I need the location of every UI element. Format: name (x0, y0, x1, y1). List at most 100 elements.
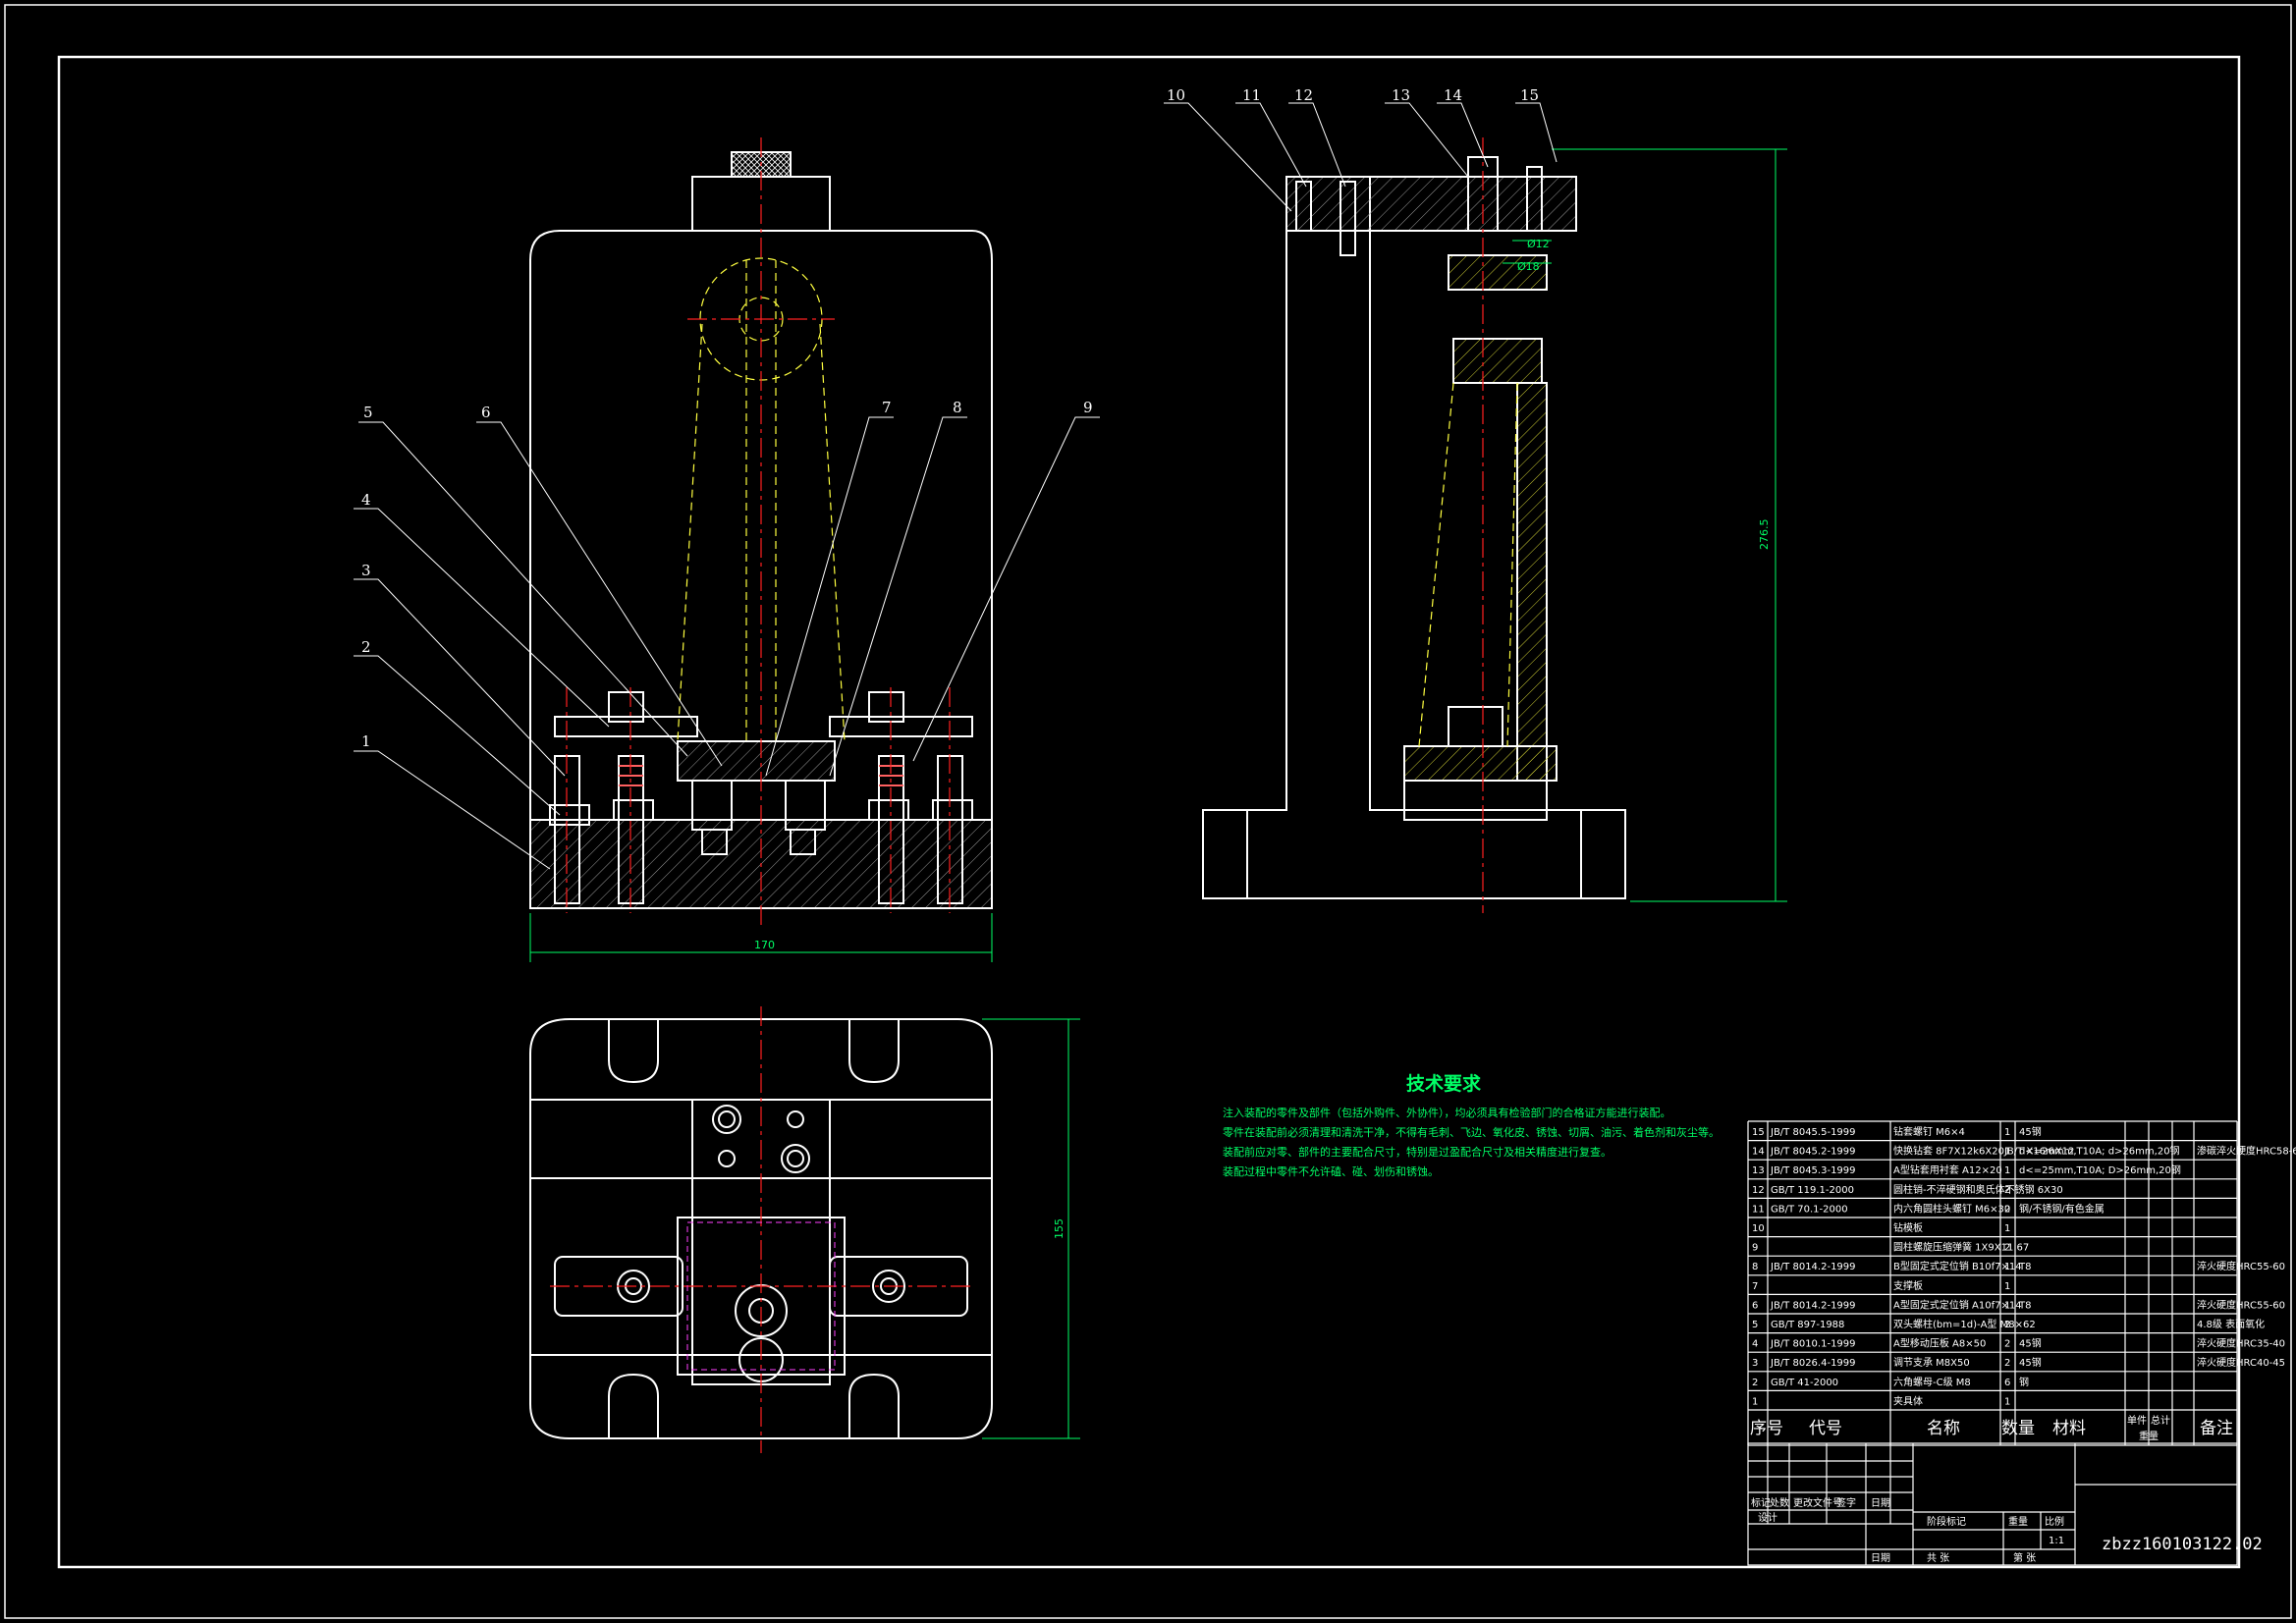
bom-row-qty: 1 (2004, 1127, 2010, 1138)
bom-row-no: 9 (1752, 1243, 1758, 1254)
inner-border (57, 55, 2241, 1569)
bom-row-no: 8 (1752, 1262, 1758, 1272)
bom-header-unit: 单件 (2127, 1415, 2147, 1427)
tb-sheet: 第 张 (2013, 1551, 2036, 1564)
bom-row-name: 圆柱螺旋压缩弹簧 1X9X11.67 (1893, 1241, 2029, 1254)
balloon-9: 9 (1083, 399, 1093, 416)
bom-row-name: 支撑板 (1893, 1279, 1923, 1292)
bom-row-name: 六角螺母-C级 M8 (1893, 1377, 1971, 1388)
bom-row-no: 14 (1752, 1147, 1765, 1158)
bom-row-qty: 2 (2004, 1204, 2010, 1215)
bom-row-name: A型钻套用衬套 A12×20 (1893, 1163, 2002, 1176)
bom-row-code: GB/T 897-1988 (1771, 1320, 1844, 1330)
bom-row-material: 45钢 (2019, 1125, 2042, 1138)
bom-row-no: 3 (1752, 1358, 1758, 1369)
bom-row-code: JB/T 8045.2-1999 (1770, 1147, 1856, 1158)
bom-row-qty: 1 (2004, 1300, 2010, 1311)
bom-header-material: 材料 (2052, 1419, 2086, 1438)
balloon-2: 2 (361, 638, 371, 656)
top-height-label: 155 (1053, 1218, 1066, 1239)
bom-row-material: T8 (2018, 1262, 2031, 1272)
front-center-lines (566, 137, 951, 928)
bom-row-no: 4 (1752, 1339, 1758, 1350)
bom-header-code: 代号 (1809, 1419, 1842, 1438)
tech-line-2: 零件在装配前必须清理和清洗干净，不得有毛刺、飞边、氧化皮、锈蚀、切屑、油污、着色… (1223, 1125, 1720, 1139)
tech-line-4: 装配过程中零件不允许磕、碰、划伤和锈蚀。 (1223, 1164, 1439, 1178)
top-center-lines (550, 1006, 972, 1453)
bom-row-qty: 2 (2004, 1339, 2010, 1350)
balloon-8: 8 (953, 399, 962, 416)
balloon-11: 11 (1242, 86, 1261, 104)
bom-row-qty: 1 (2004, 1223, 2010, 1234)
bom-row-no: 6 (1752, 1300, 1758, 1311)
side-hidden-lines (1418, 382, 1518, 747)
top-height-dimension (982, 1018, 1080, 1439)
bom-row-remark: 4.8级 表面氧化 (2197, 1318, 2265, 1330)
tb-stage: 阶段标记 (1927, 1515, 1966, 1528)
bom-header-no: 序号 (1750, 1419, 1783, 1438)
bom-row-no: 10 (1752, 1223, 1765, 1234)
bom-row-material: 钢 (2019, 1376, 2029, 1388)
bom-row-name: 钻模板 (1893, 1221, 1923, 1234)
bom-row-no: 2 (1752, 1378, 1758, 1388)
side-leaders (1164, 102, 1558, 212)
tb-date: 日期 (1871, 1497, 1890, 1509)
tb-scale-label: 比例 (2045, 1515, 2064, 1528)
bom-row-name: 钻套螺钉 M6×4 (1893, 1125, 1965, 1138)
bom-row-qty: 2 (2004, 1358, 2010, 1369)
bom-row-qty: 2 (2004, 1185, 2010, 1196)
top-hidden-lines (686, 1221, 836, 1371)
bom-header-name: 名称 (1927, 1419, 1960, 1438)
balloon-1: 1 (361, 732, 371, 750)
balloon-14: 14 (1444, 86, 1462, 104)
bom-row-no: 15 (1752, 1127, 1765, 1138)
bore-large-label: Ø18 (1517, 260, 1540, 273)
tb-sign: 签字 (1836, 1496, 1856, 1509)
balloon-15: 15 (1520, 86, 1539, 104)
bom-row-name: 圆柱销-不淬硬钢和奥氏体不锈钢 6X30 (1893, 1183, 2063, 1196)
bom-row-no: 12 (1752, 1185, 1765, 1196)
bom-row-code: GB/T 119.1-2000 (1771, 1185, 1854, 1196)
bom-row-remark: 淬火硬度HRC40-45 (2197, 1356, 2285, 1369)
bom-row-qty: 2 (2004, 1243, 2010, 1254)
base-width-label: 170 (754, 939, 775, 951)
bom-header-total: 总计 (2151, 1414, 2170, 1427)
tech-requirements-title: 技术要求 (1406, 1072, 1482, 1095)
title-block (1747, 1442, 2238, 1566)
bom-row-material: 45钢 (2019, 1337, 2042, 1350)
bom-row-qty: 1 (2004, 1281, 2010, 1292)
bom-row-material: d<=25mm,T10A; D>26mm,20钢 (2019, 1163, 2181, 1176)
tb-weight: 重量 (2008, 1515, 2028, 1528)
tech-line-1: 注入装配的零件及部件（包括外购件、外协件），均必须具有检验部门的合格证方能进行装… (1223, 1106, 1671, 1119)
tb-scale-value: 1:1 (2049, 1536, 2064, 1546)
bom-row-no: 5 (1752, 1320, 1758, 1330)
tb-mark: 标记 (1751, 1497, 1771, 1509)
balloon-13: 13 (1392, 86, 1410, 104)
bom-header-qty: 数量 (2001, 1419, 2035, 1438)
bom-row-remark: 渗碳淬火硬度HRC58-64 (2197, 1145, 2296, 1158)
bom-row-no: 11 (1752, 1204, 1765, 1215)
bom-row-material: d<=26mm,T10A; d>26mm,20钢 (2019, 1145, 2180, 1158)
bom-row-code: JB/T 8045.3-1999 (1770, 1165, 1856, 1176)
bom-row-name: 调节支承 M8X50 (1893, 1357, 1970, 1369)
bom-row-qty: 1 (2004, 1396, 2010, 1407)
side-height-label: 276.5 (1758, 519, 1771, 551)
bom-row-name: 内六角圆柱头螺钉 M6×30 (1893, 1202, 2010, 1215)
bom-row-code: GB/T 70.1-2000 (1771, 1204, 1848, 1215)
bom-header-remark: 备注 (2200, 1419, 2233, 1438)
tech-line-3: 装配前应对零、部件的主要配合尺寸，特别是过盈配合尺寸及相关精度进行复查。 (1223, 1145, 1612, 1159)
bom-row-material: 钢/不锈钢/有色金属 (2019, 1202, 2105, 1215)
side-view (1202, 156, 1626, 899)
bore-small-label: Ø12 (1527, 238, 1550, 250)
bom-row-name: 快换钻套 8F7X12k6X20JB/T X16mX12 (1893, 1145, 2074, 1158)
bom-row-remark: 淬火硬度HRC35-40 (2197, 1337, 2285, 1350)
bom-row-qty: 2 (2004, 1320, 2010, 1330)
tb-zone: 更改文件号 (1793, 1496, 1842, 1509)
balloon-4: 4 (361, 491, 371, 509)
bom-row-no: 1 (1752, 1396, 1758, 1407)
bom-row-code: JB/T 8026.4-1999 (1770, 1358, 1856, 1369)
balloon-5: 5 (363, 404, 373, 421)
bom-row-code: JB/T 8014.2-1999 (1770, 1300, 1856, 1311)
bom-row-no: 13 (1752, 1165, 1765, 1176)
